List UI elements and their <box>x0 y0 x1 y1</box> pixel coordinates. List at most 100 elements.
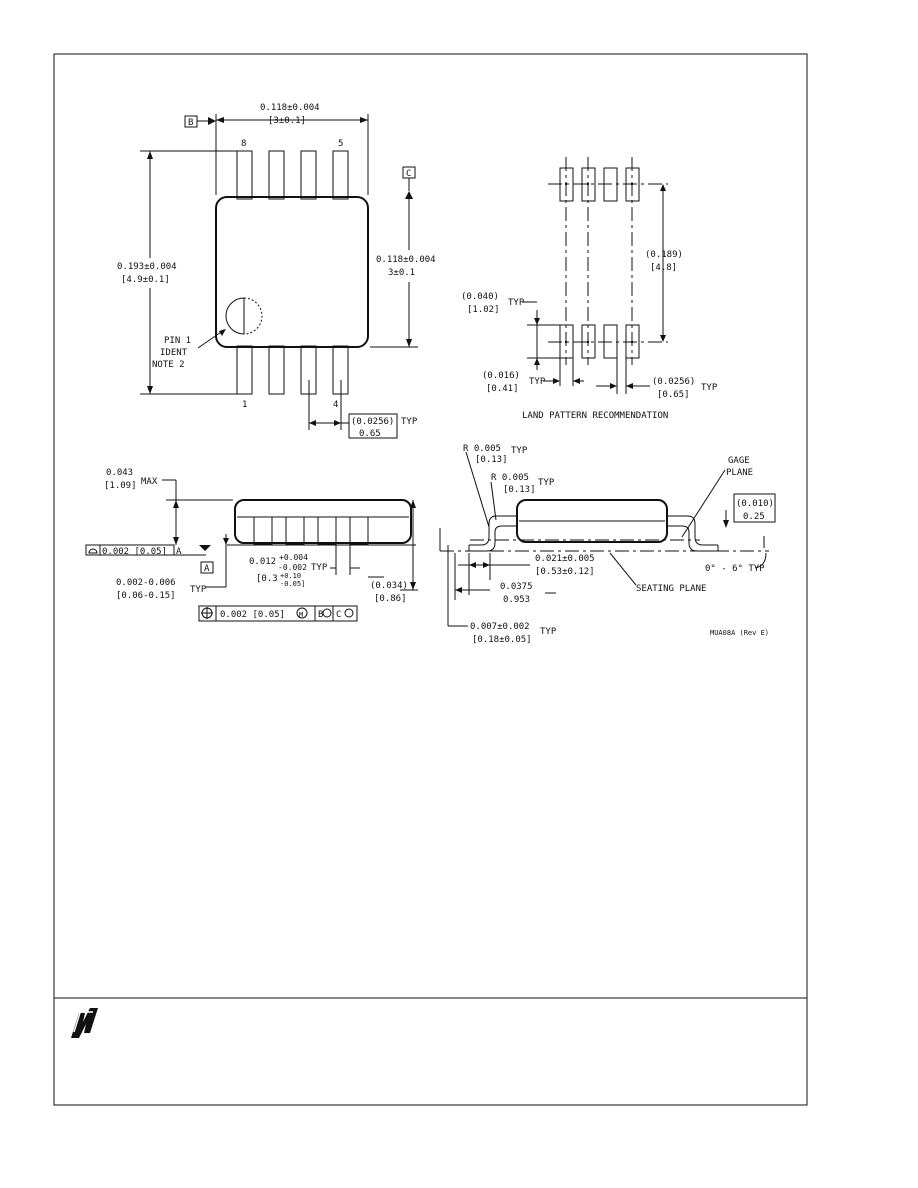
pitch-dim-mm: 0.65 <box>359 429 381 439</box>
flatness-datum: A <box>176 547 182 557</box>
datum-a: A <box>204 564 210 574</box>
pitch-box <box>348 413 398 439</box>
radius-2-typ: TYP <box>538 478 555 488</box>
side-view: 0.043 [1.09] MAX 0.002 [0.05] A A TYP 0.… <box>85 468 418 622</box>
foot2-mm: 0.953 <box>503 595 530 605</box>
length-dim: 0.193±0.004 <box>117 262 177 272</box>
foot-length-mm: [0.53±0.12] <box>535 567 595 577</box>
position-tolerance-frame <box>198 605 358 622</box>
side-lead-4 <box>349 516 369 545</box>
gage-label-1: GAGE <box>728 456 750 466</box>
pin-5-label: 5 <box>338 139 343 149</box>
thickness: 0.007±0.002 <box>470 622 530 632</box>
land-pad-w-typ: TYP <box>529 377 546 387</box>
pin-1-label: 1 <box>242 400 247 410</box>
package-body-top <box>215 196 369 348</box>
pin-6 <box>300 150 317 200</box>
height-dim: 0.118±0.004 <box>376 255 436 265</box>
datum-c: C <box>406 169 411 179</box>
side-lead-3 <box>317 516 337 545</box>
pin-7 <box>268 150 285 200</box>
pin-8 <box>236 150 253 200</box>
land-pitch-mm: [0.65] <box>657 390 690 400</box>
width-dim-mm: [3±0.1] <box>268 116 306 126</box>
land-pad-len-mm: [1.02] <box>467 305 500 315</box>
flatness-icon <box>88 548 98 554</box>
pitch-dim: (0.0256) <box>351 417 394 427</box>
lead-width-tol2: -0.002 <box>278 563 307 572</box>
land-pitch-typ: TYP <box>701 383 718 393</box>
standoff-typ: TYP <box>190 585 207 595</box>
lead-width-mm: [0.3 <box>256 574 278 584</box>
height-dim-mm: 3±0.1 <box>388 268 415 278</box>
radius-1-mm: [0.13] <box>475 455 508 465</box>
lead-width: 0.012 <box>249 557 276 567</box>
lead-angle: 0° - 6° TYP <box>705 564 765 574</box>
land-pad-len: (0.040) <box>461 292 499 302</box>
position-tol: 0.002 [0.05] <box>220 610 285 620</box>
max-height: 0.043 <box>106 468 133 478</box>
position-mod: M <box>299 611 303 619</box>
datum-b: B <box>188 118 193 128</box>
max-label: MAX <box>141 477 158 487</box>
gage-dim-box <box>733 493 776 523</box>
drawing-ref: MUA08A (Rev E) <box>710 629 769 637</box>
body-height-mm: [0.86] <box>374 594 407 604</box>
pin-2 <box>268 345 285 395</box>
side-lead-2 <box>285 516 305 545</box>
standoff: 0.002-0.006 <box>116 578 176 588</box>
foot-length: 0.021±0.005 <box>535 554 595 564</box>
pin1-ident-mark <box>225 297 245 335</box>
datum-a-box <box>200 561 214 574</box>
thickness-typ: TYP <box>540 627 557 637</box>
foot2: 0.0375 <box>500 582 533 592</box>
lead-width-typ: TYP <box>311 563 328 573</box>
radius-1: R 0.005 <box>463 444 501 454</box>
gage-label-2: PLANE <box>726 468 753 478</box>
page-border <box>53 53 808 1106</box>
radius-2-mm: [0.13] <box>503 485 536 495</box>
seating-plane: SEATING PLANE <box>636 584 706 594</box>
radius-2: R 0.005 <box>491 473 529 483</box>
gage-dim: (0.010) <box>736 499 774 509</box>
radius-1-typ: TYP <box>511 446 528 456</box>
lead-detail: R 0.005 [0.13] TYP R 0.005 [0.13] TYP GA… <box>439 444 776 645</box>
pin-4-label: 4 <box>333 400 338 410</box>
land-caption: LAND PATTERN RECOMMENDATION <box>522 411 668 421</box>
land-pad-w-mm: [0.41] <box>486 384 519 394</box>
package-body-side <box>234 499 412 544</box>
land-pitch: (0.0256) <box>652 377 695 387</box>
standoff-mm: [0.06-0.15] <box>116 591 176 601</box>
package-body-detail <box>516 499 668 543</box>
land-pad-len-typ: TYP <box>508 298 525 308</box>
position-datum-b: B <box>318 610 323 620</box>
position-datum-c: C <box>336 610 341 620</box>
land-pattern: (0.189) [4.8] (0.040) [1.02] TYP (0.016)… <box>461 157 718 421</box>
max-height-mm: [1.09] <box>104 481 137 491</box>
pin1-label-1: PIN 1 <box>164 336 191 346</box>
lead-width-tol: +0.004 <box>279 553 308 562</box>
thickness-mm: [0.18±0.05] <box>472 635 532 645</box>
width-dim: 0.118±0.004 <box>260 103 320 113</box>
length-dim-mm: [4.9±0.1] <box>121 275 170 285</box>
flatness: 0.002 [0.05] <box>102 547 167 557</box>
pin-8-label: 8 <box>241 139 246 149</box>
lead-width-mm-tol: +0.10 <box>280 572 301 580</box>
pin-1 <box>236 345 253 395</box>
land-pad-w: (0.016) <box>482 371 520 381</box>
body-height: (0.034) <box>370 581 408 591</box>
pin-5 <box>332 150 349 200</box>
pin1-label-3: NOTE 2 <box>152 360 185 370</box>
right-lead <box>667 515 718 546</box>
national-semiconductor-logo <box>71 1008 98 1038</box>
land-span-mm: [4.8] <box>650 263 677 273</box>
pitch-typ: TYP <box>401 417 418 427</box>
land-span: (0.189) <box>645 250 683 260</box>
top-view: PIN 1 IDENT NOTE 2 8 5 1 4 0.118±0.004 [… <box>117 103 436 439</box>
left-lead <box>469 515 517 546</box>
side-lead-1 <box>253 516 273 545</box>
gage-dim-mm: 0.25 <box>743 512 765 522</box>
pin1-label-2: IDENT <box>160 348 188 358</box>
lead-width-mm-tol2: -0.05] <box>280 580 305 588</box>
